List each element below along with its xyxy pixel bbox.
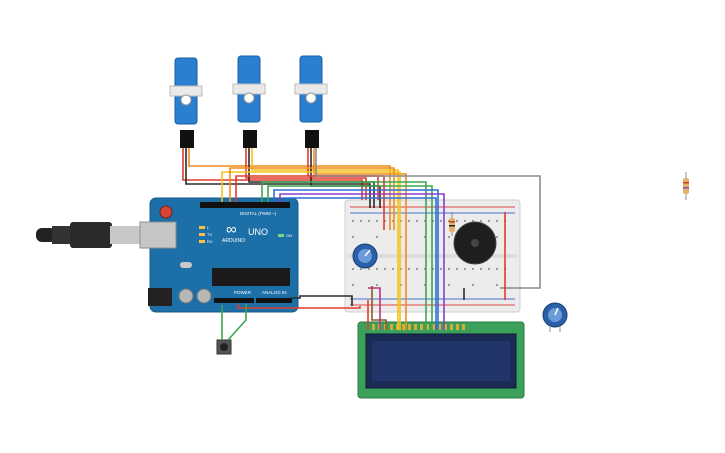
led-label-l: L (207, 225, 210, 230)
digital-header-label: DIGITAL (PWM ~) (240, 211, 277, 216)
led-label-rx: RX (207, 239, 213, 244)
wire-black-servo1 (185, 148, 371, 208)
servo-motor-2[interactable] (232, 55, 266, 148)
led-label-tx: TX (207, 232, 212, 237)
wire-orange-servo2 (251, 148, 399, 330)
wires (182, 148, 541, 341)
piezo-buzzer[interactable] (453, 221, 497, 265)
power-jack (148, 288, 172, 306)
status-leds: L TX RX ON (199, 225, 292, 244)
analog-header (256, 298, 292, 303)
wire-yellow-d1 (221, 171, 401, 330)
wire-blue-d7 (285, 197, 437, 330)
atmega-chip (212, 268, 290, 286)
resistor-on-breadboard[interactable] (449, 212, 455, 236)
wire-green-button-2 (227, 304, 247, 341)
power-header-label: POWER (234, 290, 252, 295)
reset-button[interactable] (159, 205, 173, 219)
wire-red-5v (237, 304, 361, 309)
servo-motor-3[interactable] (294, 55, 328, 148)
board-brand-label: ARDUINO (222, 238, 245, 244)
wire-blue-d5 (273, 189, 439, 330)
wire-orange-d2 (229, 167, 395, 230)
pushbutton[interactable] (216, 339, 232, 355)
resistor-loose[interactable] (683, 172, 689, 200)
wire-green-d4 (267, 185, 433, 330)
power-header (214, 298, 254, 303)
servo-motor-1[interactable] (169, 57, 203, 148)
wire-orange-servo3 (313, 148, 407, 330)
arduino-uno[interactable]: DIGITAL (PWM ~) ∞ UNO ARDUINO L TX RX ON… (139, 197, 299, 313)
arduino-infinity-icon: ∞ (226, 221, 237, 238)
wire-purple-d6 (279, 193, 445, 330)
usb-port (139, 221, 177, 249)
wire-red-servo2 (245, 148, 367, 200)
wire-gray-loop (315, 148, 541, 289)
on-led-label: ON (286, 233, 292, 238)
analog-header-label: ANALOG IN (262, 290, 287, 295)
potentiometer-on-breadboard[interactable] (352, 243, 378, 269)
wire-green-d3 (261, 181, 427, 330)
wire-black-gnd (290, 295, 353, 306)
board-model-label: UNO (248, 227, 268, 237)
lcd-16x2[interactable] (357, 321, 525, 399)
wire-red-d8 (235, 175, 385, 230)
capacitor-2 (196, 288, 212, 304)
capacitor-1 (178, 288, 194, 304)
breadboard-holes (352, 220, 506, 286)
wire-brown-pot (371, 286, 387, 330)
digital-header (200, 202, 290, 208)
potentiometer-loose[interactable] (542, 302, 568, 332)
